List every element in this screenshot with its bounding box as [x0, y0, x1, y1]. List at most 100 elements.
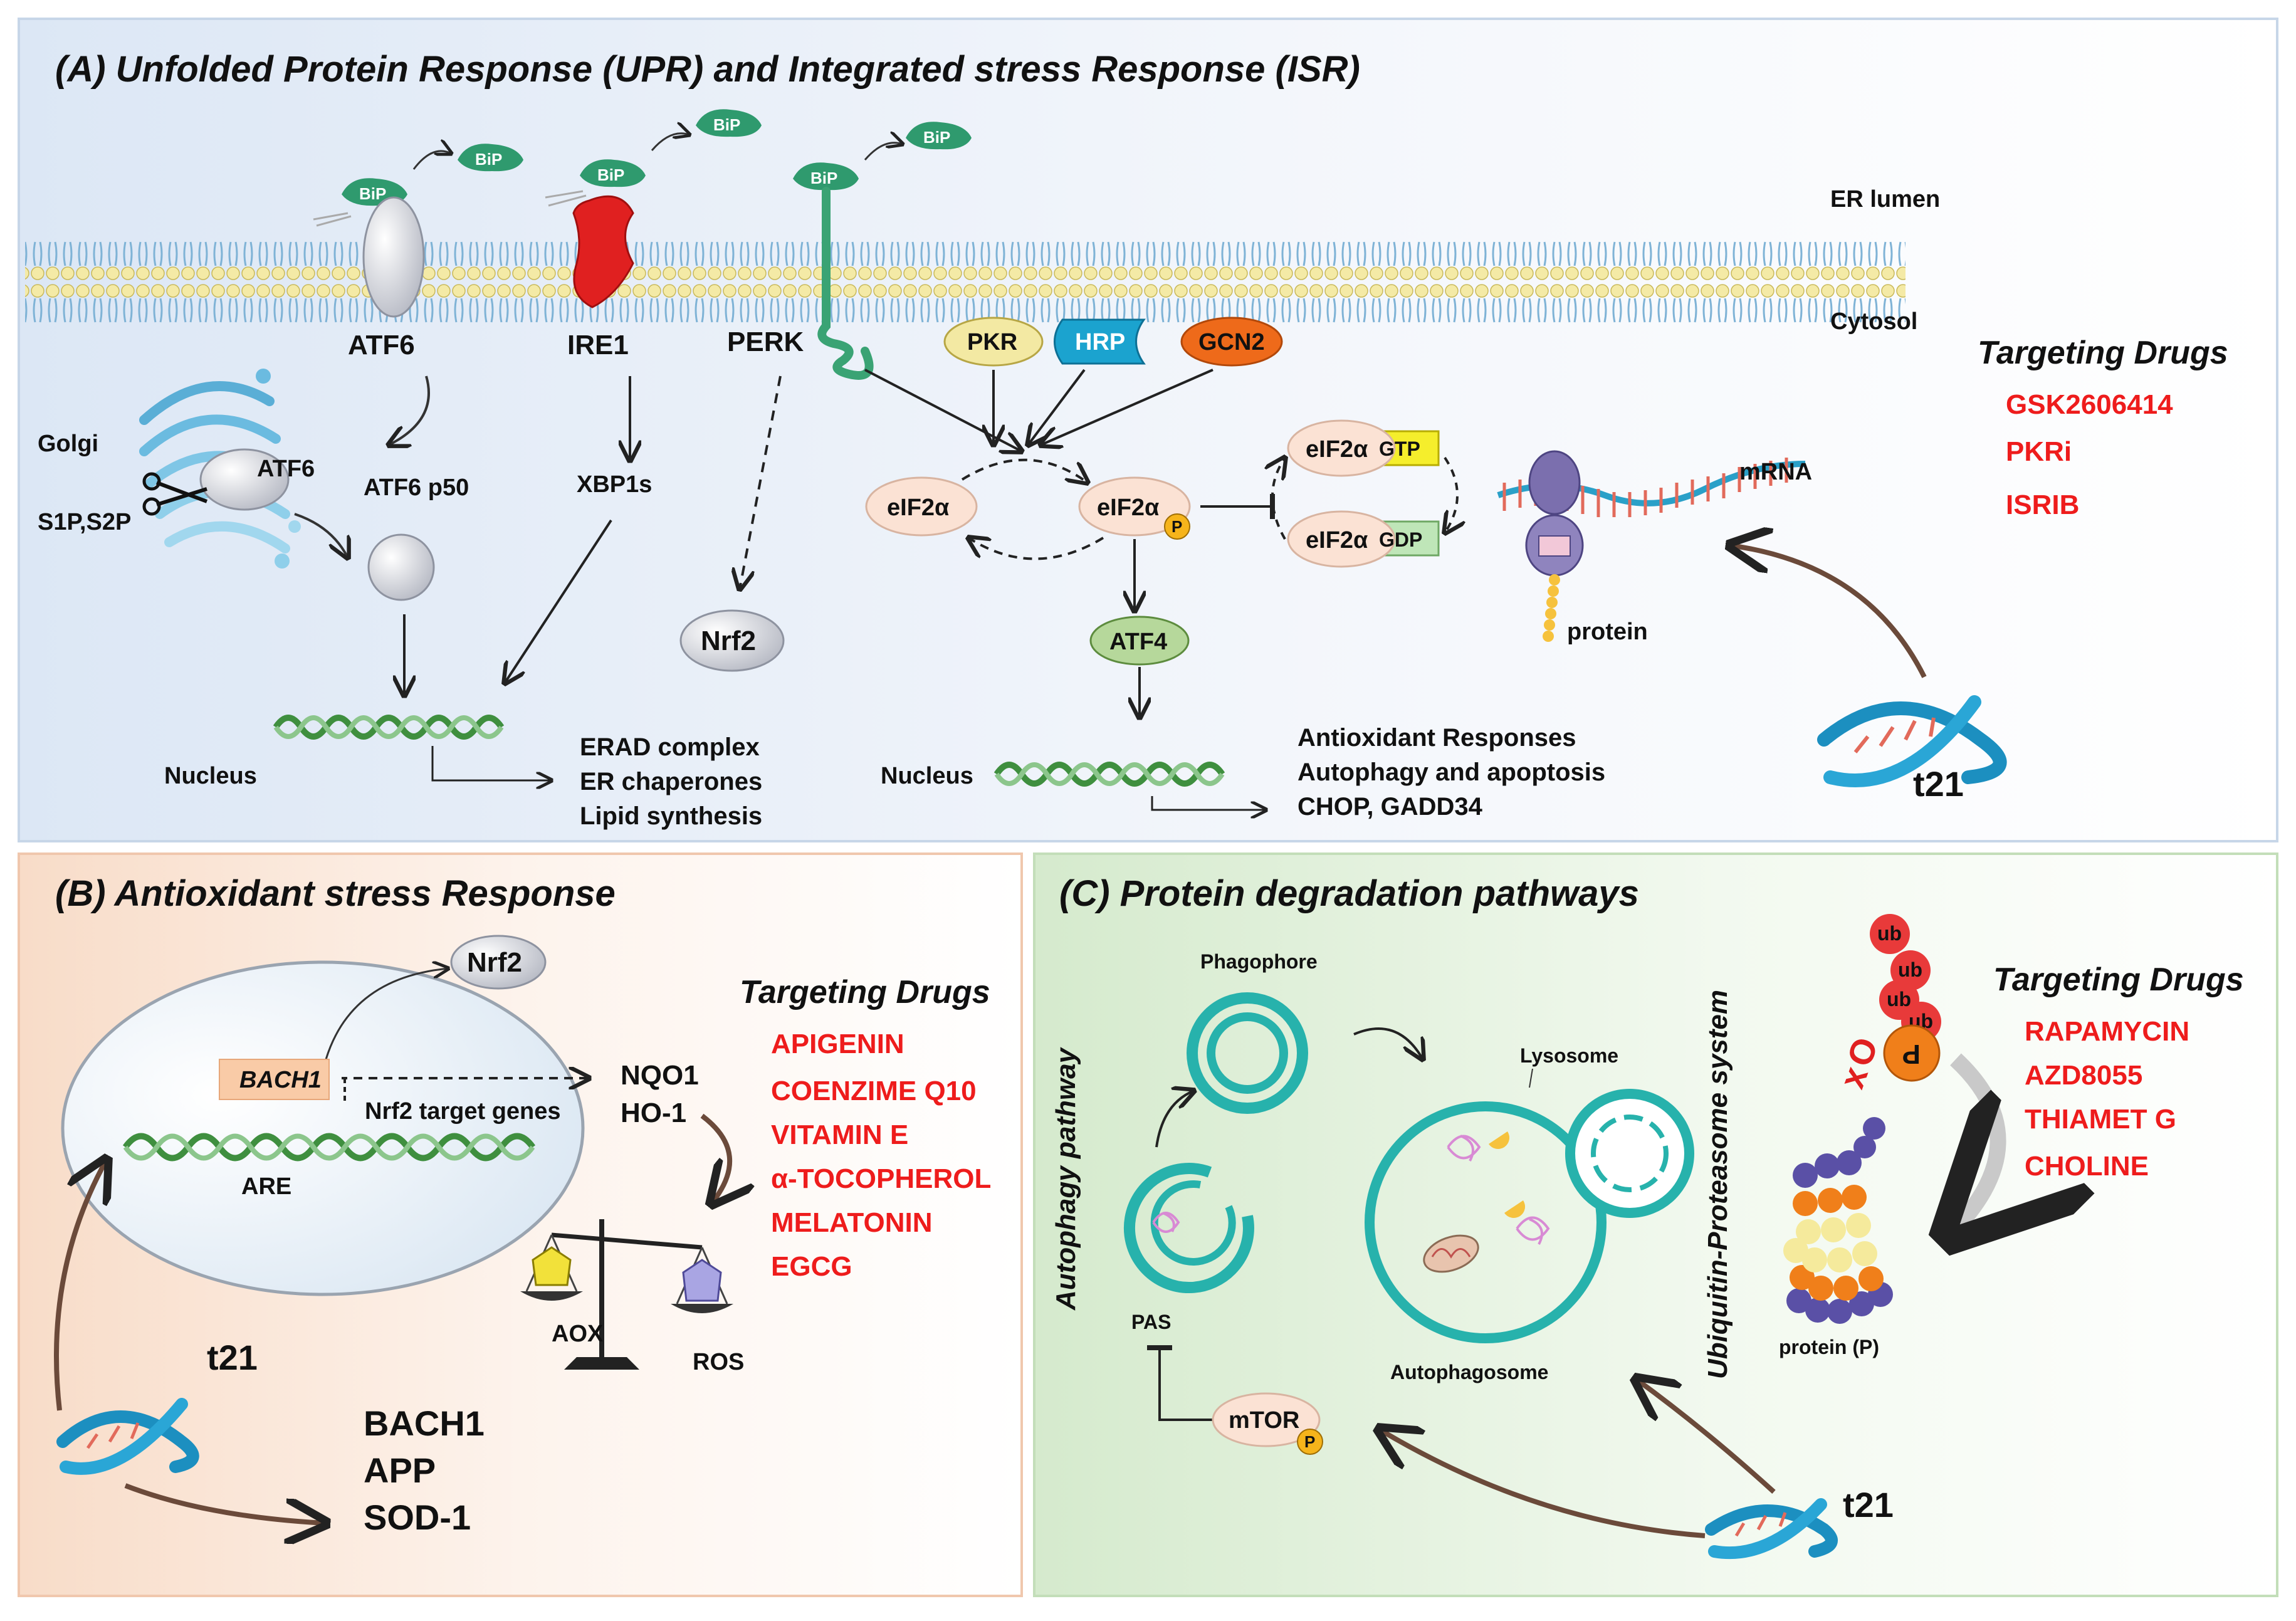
ups-cycle-arrow — [1949, 1053, 1998, 1235]
atf6-in-golgi — [199, 448, 290, 511]
scissors-icon — [142, 472, 208, 516]
nqo1-label: NQO1 — [621, 1060, 699, 1091]
drugs-b-1: COENZIME Q10 — [771, 1076, 977, 1106]
drugs-a-0: GSK2606414 — [2006, 389, 2173, 420]
ubiquitin-chain — [1870, 914, 1941, 1042]
t21-b-to-genes-arrow — [124, 1483, 326, 1523]
are-label: ARE — [241, 1173, 291, 1200]
phagophore-ring — [1187, 992, 1308, 1114]
phospho-a-label: P — [1172, 517, 1182, 536]
genes-b-1: APP — [364, 1451, 436, 1490]
ub-label-2: ub — [1898, 958, 1922, 981]
bip-group-ire1: BiP BiP — [545, 109, 762, 207]
hrp-kinase — [1054, 318, 1146, 365]
nucleus2-output-arrow — [1151, 796, 1266, 810]
protein-chain — [1543, 574, 1560, 642]
gdp-label: GDP — [1379, 528, 1422, 551]
drugs-c-1: AZD8055 — [2025, 1060, 2142, 1091]
mtor-label: mTOR — [1229, 1407, 1299, 1434]
t21-c-to-ups-arrow — [1636, 1379, 1776, 1494]
balance-scale-icon — [520, 1219, 733, 1370]
genes-b-0: BACH1 — [364, 1403, 485, 1443]
autophagosome-cargo — [1423, 1131, 1550, 1273]
target-genes-label: Nrf2 target genes — [365, 1098, 561, 1125]
gcn2-label: GCN2 — [1198, 329, 1265, 355]
drugs-b-title: Targeting Drugs — [740, 974, 990, 1010]
eif2a-gtp-ellipse — [1287, 419, 1396, 477]
er-lumen-label: ER lumen — [1830, 186, 1940, 212]
atf6-label: ATF6 — [348, 330, 415, 360]
outputs2-2: CHOP, GADD34 — [1297, 793, 1483, 821]
substrate-p-label: P — [1902, 1039, 1921, 1069]
lysosome-pointer — [1529, 1068, 1533, 1088]
dna-helix-a2 — [993, 762, 1225, 787]
ub-label-3: ub — [1887, 988, 1911, 1010]
drugs-c-title: Targeting Drugs — [1993, 962, 2244, 998]
eif2a-gtp-label: eIF2α — [1306, 436, 1368, 463]
svg-text:BiP: BiP — [359, 184, 386, 203]
phagophore-inner — [1207, 1012, 1288, 1094]
atf6-receptor — [362, 196, 425, 318]
pkr-label: PKR — [967, 329, 1017, 355]
pas-cup — [1123, 1163, 1254, 1294]
ire1-receptor — [572, 195, 634, 308]
t21-b-label: t21 — [207, 1338, 258, 1377]
pas-cup-inner — [1150, 1180, 1236, 1266]
t21-dna-c-icon — [1705, 1498, 1838, 1560]
protein-label: protein — [1567, 619, 1648, 645]
cytosol-label: Cytosol — [1830, 308, 1917, 335]
gtp-label: GTP — [1379, 438, 1420, 460]
golgi-to-p50-arrow — [294, 513, 348, 558]
er-membrane — [25, 232, 1905, 326]
pas-label: PAS — [1131, 1311, 1171, 1333]
phagophore-to-autophagosome-arrow — [1353, 1027, 1423, 1059]
drugs-c-0: RAPAMYCIN — [2025, 1016, 2189, 1047]
bip-group-perk: BiP BiP — [793, 122, 972, 191]
perk-label: PERK — [727, 327, 804, 357]
lysosome — [1565, 1089, 1694, 1218]
drugs-a-title: Targeting Drugs — [1978, 335, 2228, 371]
perk-receptor — [817, 187, 874, 380]
nucleus-a2-label: Nucleus — [881, 763, 973, 789]
gtp-gdp-right-arrow — [1445, 456, 1457, 533]
t21-dna-b-icon — [56, 1398, 199, 1475]
nucleus1-output-arrow — [431, 746, 552, 780]
t21-c-label: t21 — [1843, 1485, 1894, 1524]
atf6-p50-label: ATF6 p50 — [364, 475, 469, 501]
nrf2-a-label: Nrf2 — [701, 626, 756, 656]
outputs1-0: ERAD complex — [580, 733, 760, 761]
atf6-golgi-label: ATF6 — [257, 456, 315, 482]
svg-text:BiP: BiP — [475, 150, 502, 169]
dna-helix-b — [122, 1133, 536, 1162]
eif2a-p-ellipse — [1078, 476, 1191, 537]
svg-text:BiP: BiP — [923, 128, 950, 147]
genes-b-2: SOD-1 — [364, 1498, 471, 1537]
eif2-cycle-bottom — [968, 538, 1104, 560]
ribosome — [1525, 450, 1584, 577]
s1p-s2p-label: S1P,S2P — [38, 509, 131, 535]
mtor-inhibit-elbow — [1158, 1410, 1213, 1421]
ups-label: Ubiquitin-Proteasome system — [1702, 990, 1733, 1379]
gcn2-to-eif2-arrow — [1041, 369, 1214, 445]
bach1-box-label: BACH1 — [239, 1067, 322, 1093]
ub-label-1: ub — [1877, 922, 1902, 945]
drugs-b-3: α-TOCOPHEROL — [771, 1163, 991, 1194]
lysosome-label: Lysosome — [1520, 1044, 1618, 1067]
atf6-p50-ball — [367, 533, 435, 601]
autophagosome-label: Autophagosome — [1390, 1361, 1548, 1383]
svg-text:BiP: BiP — [810, 169, 837, 187]
eif2a-label: eIF2α — [887, 495, 949, 521]
nrf2-b-ellipse — [450, 935, 547, 990]
mrna-label: mRNA — [1739, 459, 1812, 485]
ros-label: ROS — [693, 1349, 744, 1375]
phospho-badge-c — [1297, 1429, 1323, 1455]
autophagy-pathway-label: Autophagy pathway — [1051, 1046, 1081, 1311]
nucleus-a1-label: Nucleus — [164, 763, 257, 789]
drugs-c-3: CHOLINE — [2025, 1151, 2149, 1182]
phagophore-label: Phagophore — [1200, 950, 1318, 973]
aox-label: AOX — [552, 1321, 604, 1347]
outputs2-0: Antioxidant Responses — [1297, 724, 1576, 752]
hrp-label: HRP — [1075, 329, 1125, 355]
golgi-label: Golgi — [38, 431, 98, 457]
genes-to-balance-arrow — [700, 1113, 730, 1204]
